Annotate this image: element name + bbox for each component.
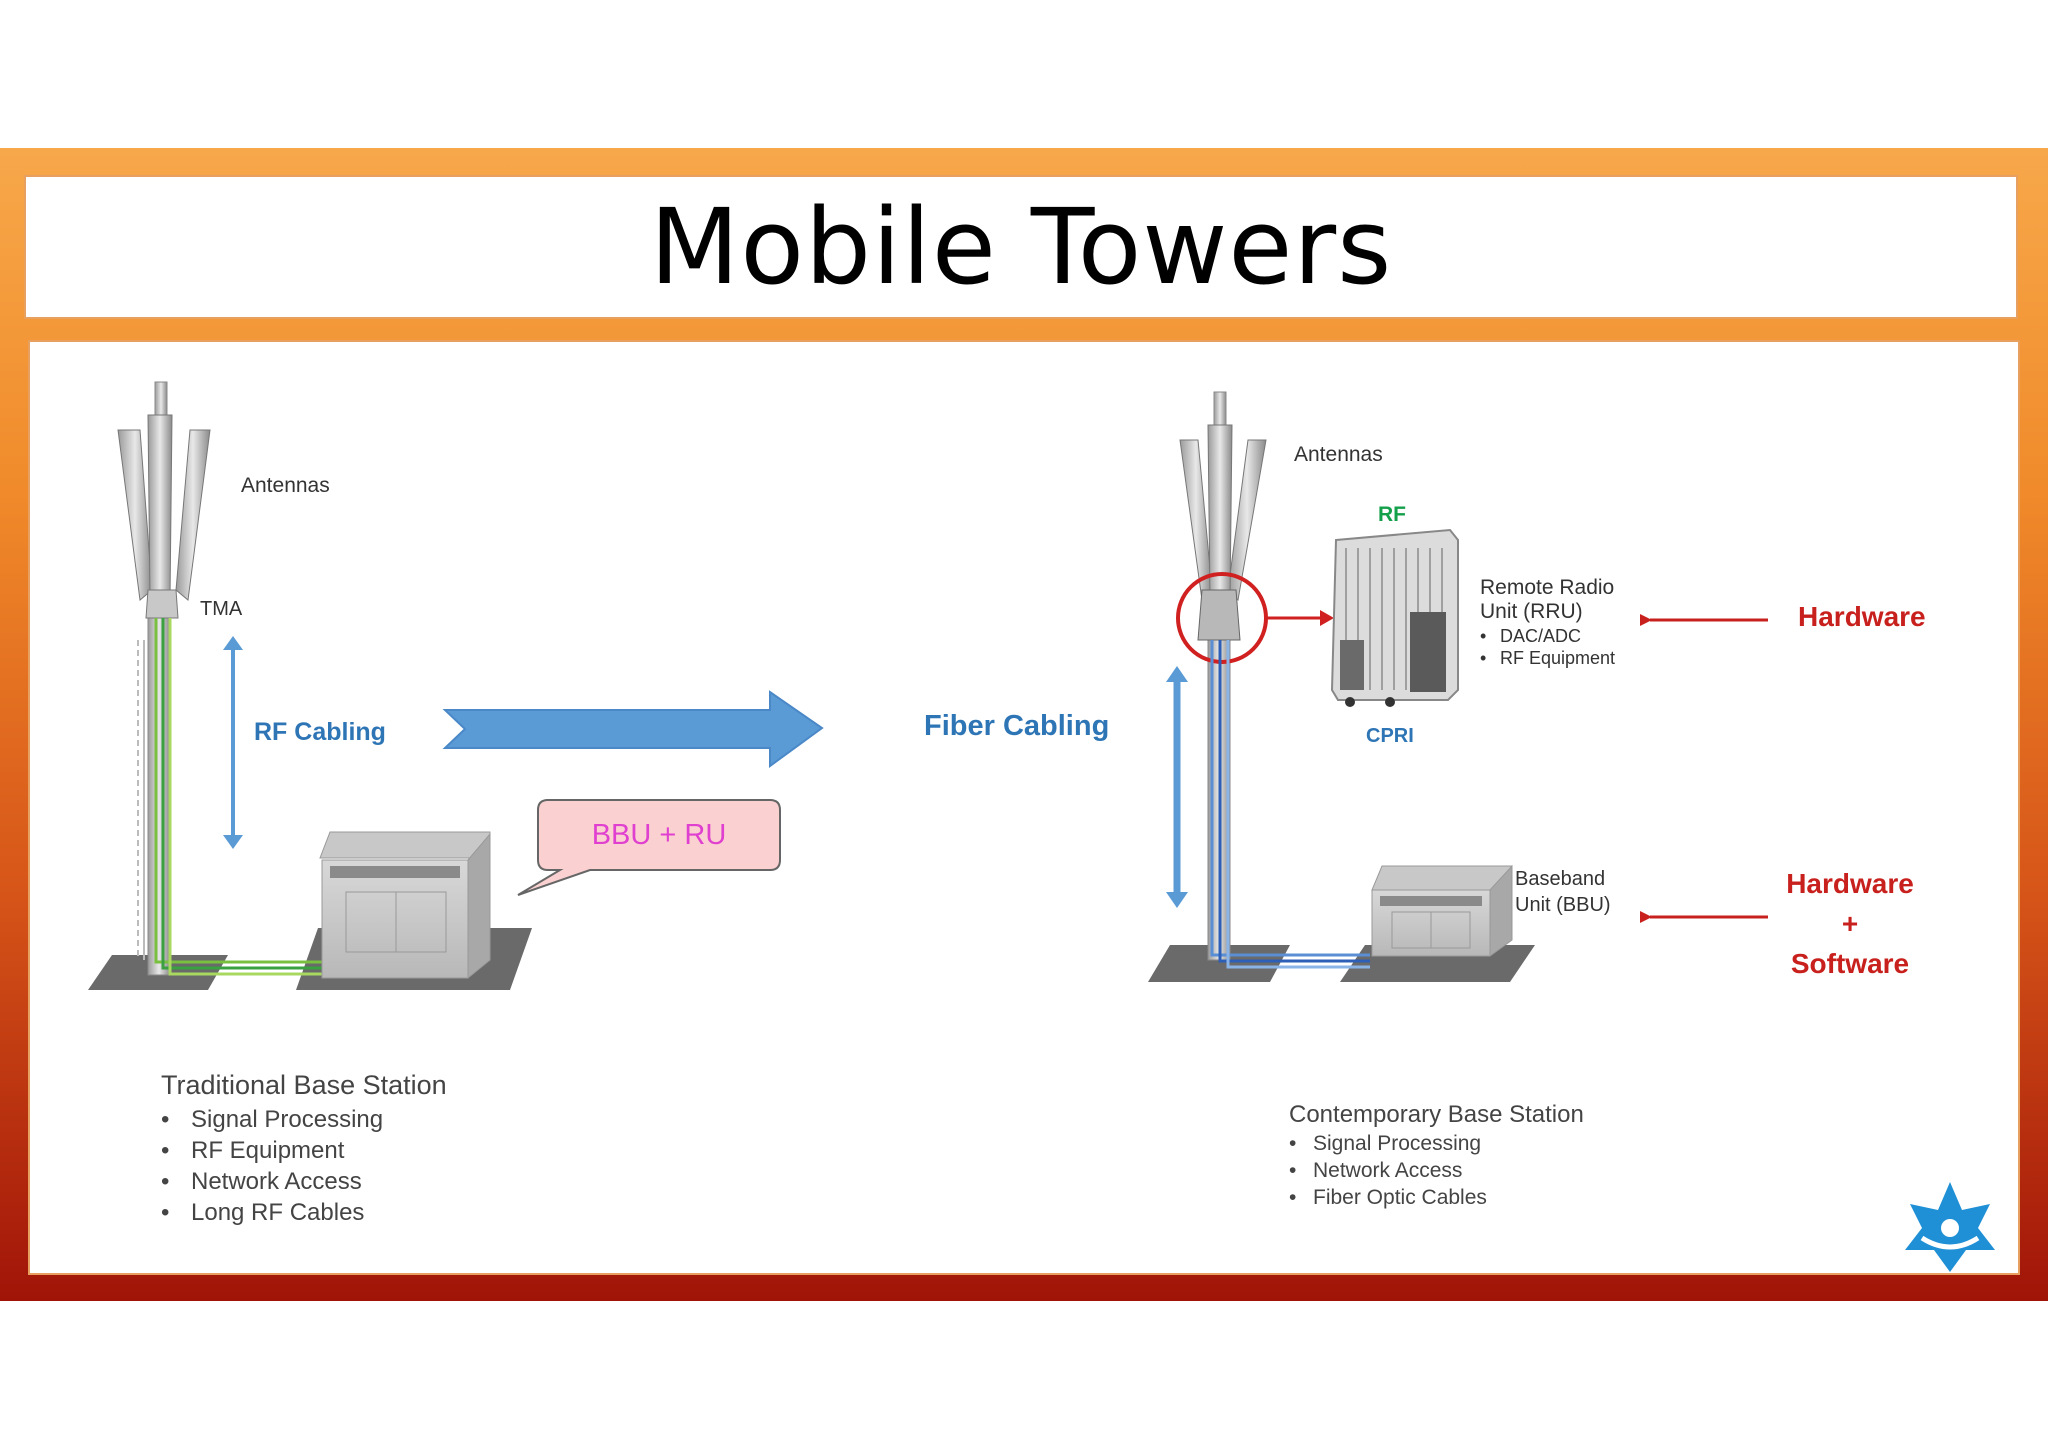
left-ladder xyxy=(137,640,145,960)
hw-sw-line: + xyxy=(1841,908,1859,939)
traditional-heading: Traditional Base Station xyxy=(161,1070,447,1100)
list-item: RF Equipment xyxy=(161,1135,383,1166)
rru-label-line1: Remote Radio xyxy=(1480,576,1615,599)
tma-label: TMA xyxy=(200,598,243,620)
rf-cabling-label: RF Cabling xyxy=(254,718,386,746)
hardware-software-label: Hardware + Software xyxy=(1770,864,1930,984)
contemporary-bullet-list: Signal Processing Network Access Fiber O… xyxy=(1289,1130,1487,1211)
title-box: Mobile Towers xyxy=(24,175,2018,319)
right-bbu-cabinet xyxy=(1371,864,1513,957)
rf-label: RF xyxy=(1378,503,1406,526)
hw-sw-line: Software xyxy=(1790,948,1910,979)
list-item: Network Access xyxy=(1289,1157,1487,1184)
rru-unit xyxy=(1330,528,1459,707)
callout-text: BBU + RU xyxy=(591,818,727,851)
traditional-bullet-list: Signal Processing RF Equipment Network A… xyxy=(161,1104,383,1228)
bbu-label-line1: Baseband xyxy=(1515,868,1606,890)
left-antennas-label: Antennas xyxy=(241,474,330,497)
list-item: Network Access xyxy=(161,1166,383,1197)
rru-bullet-list: DAC/ADC RF Equipment xyxy=(1480,625,1615,669)
cpri-label: CPRI xyxy=(1366,725,1414,747)
list-item: Long RF Cables xyxy=(161,1197,383,1228)
right-antennas-label: Antennas xyxy=(1294,443,1383,466)
rru-highlight-circle xyxy=(1176,572,1334,664)
left-cabinet xyxy=(319,831,491,980)
list-item: Signal Processing xyxy=(1289,1130,1487,1157)
left-antennas xyxy=(117,414,211,601)
transition-arrow xyxy=(442,690,824,768)
contemporary-heading: Contemporary Base Station xyxy=(1289,1101,1584,1128)
callout-bubble xyxy=(517,799,781,896)
right-fiber-cables xyxy=(1210,640,1370,969)
rf-cabling-arrow xyxy=(223,636,243,849)
page-title: Mobile Towers xyxy=(649,186,1393,308)
fiber-cabling-arrow xyxy=(1166,666,1188,908)
right-rru-on-mast xyxy=(1197,589,1241,641)
rru-label-line2: Unit (RRU) xyxy=(1480,600,1583,623)
hardware-label: Hardware xyxy=(1798,601,1926,632)
left-tma xyxy=(145,589,179,619)
hw-sw-line: Hardware xyxy=(1786,868,1914,899)
list-item: Fiber Optic Cables xyxy=(1289,1184,1487,1211)
list-item: RF Equipment xyxy=(1480,647,1615,669)
list-item: Signal Processing xyxy=(161,1104,383,1135)
list-item: DAC/ADC xyxy=(1480,625,1615,647)
bbu-label-line2: Unit (BBU) xyxy=(1515,894,1611,916)
logo-icon xyxy=(1905,1182,1995,1272)
left-rf-cables xyxy=(154,618,322,976)
fiber-cabling-label: Fiber Cabling xyxy=(924,710,1110,742)
right-antennas xyxy=(1179,424,1267,602)
